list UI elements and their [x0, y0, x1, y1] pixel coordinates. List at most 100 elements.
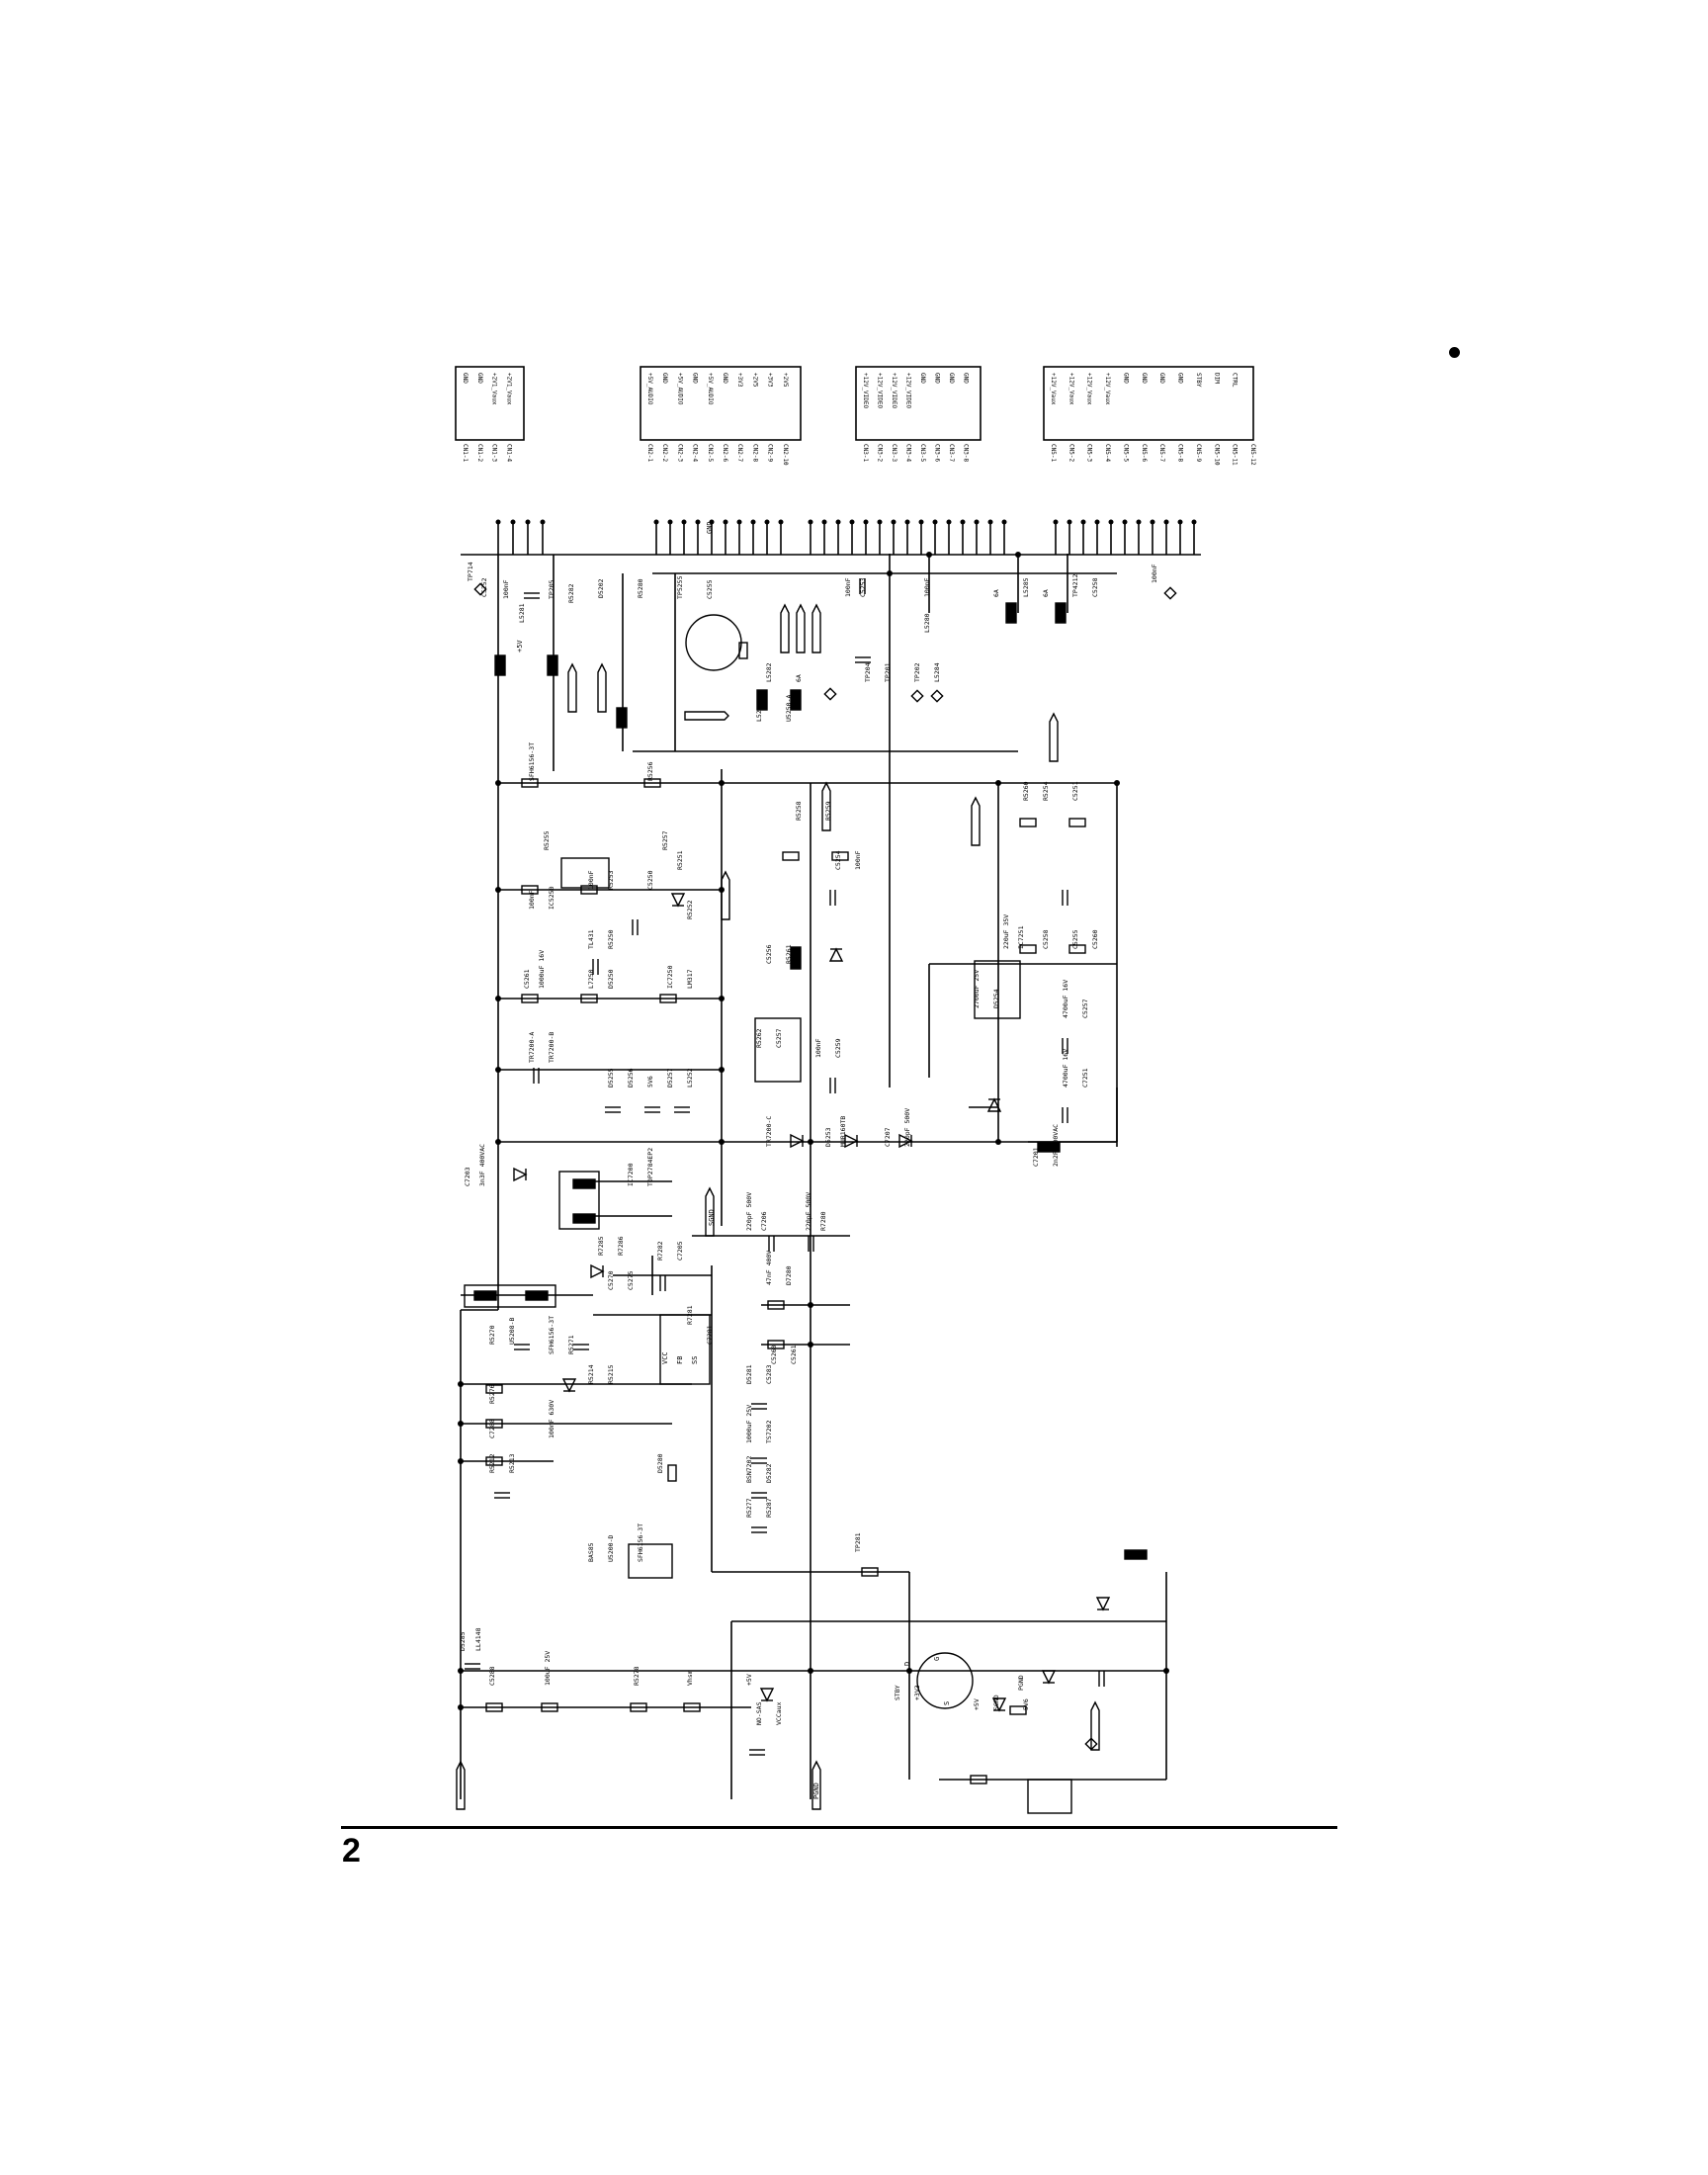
component-label: R5252: [686, 900, 694, 919]
net-label: +5V: [516, 640, 524, 652]
component-label: R5258: [795, 801, 803, 821]
component-label: C5261: [523, 969, 531, 989]
component-label: R5282: [567, 583, 575, 603]
component-label: C5260: [1091, 929, 1099, 949]
resistor: [485, 1419, 503, 1429]
resistor: [521, 994, 539, 1003]
capacitor: [829, 890, 836, 906]
component-label: STBY: [894, 1685, 901, 1700]
table-row: DIM: [1213, 373, 1220, 384]
component-label: C5283: [765, 1364, 773, 1384]
component-label: C7206: [760, 1211, 768, 1231]
inductor: [547, 654, 558, 676]
component-label: 100nF: [814, 1038, 822, 1058]
component-label: U5200-D: [607, 1535, 615, 1562]
component-label: R5261: [785, 944, 793, 964]
table-pin: CN5-1: [1050, 444, 1057, 462]
component-label: C5255: [1071, 929, 1079, 949]
component-label: C7205: [676, 1241, 684, 1261]
component-label: R5250: [607, 929, 615, 949]
component-label: PGND: [1017, 1675, 1025, 1691]
component-label: R5215: [607, 1364, 615, 1384]
component-label: TP4212: [1071, 573, 1079, 597]
net-flag: [567, 662, 577, 713]
bullet-dot: [1449, 347, 1460, 358]
component-label: TL431: [587, 929, 595, 949]
diode: [561, 1378, 577, 1393]
resistor: [630, 1702, 647, 1712]
component-label: TR7200-B: [548, 1032, 555, 1063]
component-label: 100nF: [502, 579, 510, 599]
component-label: SGND: [992, 1695, 1000, 1710]
capacitor: [859, 578, 866, 594]
table-pin: CN2-9: [767, 444, 774, 462]
table-pin: CN5-5: [1122, 444, 1129, 462]
capacitor: [751, 1457, 767, 1464]
net-flag: [597, 662, 607, 713]
component-label: C7281: [706, 1325, 714, 1345]
resistor: [521, 778, 539, 788]
component-label: R7281: [686, 1305, 694, 1325]
diode: [844, 1133, 859, 1149]
resistor: [541, 1702, 558, 1712]
optocoupler-u5200: [1027, 1779, 1072, 1814]
inductor: [616, 707, 628, 729]
bottom-rule: [341, 1826, 1337, 1829]
component-label: L5285: [1022, 577, 1030, 597]
net-flag: [780, 603, 790, 653]
transformer-core: [558, 1171, 600, 1230]
table-row: GND: [963, 373, 970, 384]
component-label: SFH6156-3T: [528, 742, 536, 781]
diode: [898, 1133, 913, 1149]
diode: [513, 1167, 528, 1182]
test-point: [910, 689, 924, 703]
component-label: R5257: [661, 830, 669, 850]
net-label: SS: [691, 1356, 699, 1364]
component-label: +5V: [745, 1674, 753, 1686]
ic-ic7251: [974, 960, 1021, 1019]
component-label: R5212: [488, 1453, 496, 1473]
table-row: GND: [1141, 373, 1148, 384]
component-label: R5254: [1042, 781, 1050, 801]
table-pin: CN2-4: [692, 444, 699, 462]
component-label: C5261: [790, 1345, 798, 1364]
component-label: 47nF 400V: [765, 1251, 773, 1285]
component-label: 100nF: [854, 850, 862, 870]
capacitor: [465, 1663, 480, 1670]
table-pin: CN1-3: [491, 444, 498, 462]
connector-bus: [497, 524, 1195, 555]
net-flag: [1049, 712, 1059, 762]
table-pin: CN1-4: [505, 444, 512, 462]
component-label: D5257: [666, 1068, 674, 1088]
component-label: C5251: [1071, 781, 1079, 801]
capacitor: [533, 1068, 540, 1084]
resistor: [1068, 944, 1086, 954]
capacitor: [829, 1078, 836, 1093]
component-label: R5259: [824, 801, 832, 821]
capacitor: [855, 656, 871, 663]
component-label: BSN7202: [745, 1456, 753, 1483]
component-label: 220uF 35V: [1002, 914, 1010, 949]
net-flag: [705, 1186, 715, 1237]
table-row: +2V5: [751, 373, 758, 388]
capacitor: [751, 1526, 767, 1533]
component-label: IC7250: [666, 965, 674, 989]
component-label: L5252: [686, 1068, 694, 1088]
net-flag: [684, 711, 729, 721]
component-label: C5253: [859, 577, 867, 597]
optocoupler-u5208: [628, 1543, 673, 1579]
net-label: PGND: [812, 1783, 820, 1799]
component-label: L7250: [587, 969, 595, 989]
test-point: [1084, 1737, 1098, 1751]
resistor: [521, 885, 539, 895]
mosfet-d5202: [685, 614, 742, 671]
component-label: D7280: [785, 1265, 793, 1285]
component-label: D5280: [656, 1453, 664, 1473]
capacitor: [632, 919, 639, 935]
table-pin: CN3-4: [905, 444, 912, 462]
component-label: C5250: [646, 870, 654, 890]
table-row: GND: [692, 373, 699, 384]
inductor: [494, 654, 506, 676]
capacitor: [514, 1344, 530, 1350]
